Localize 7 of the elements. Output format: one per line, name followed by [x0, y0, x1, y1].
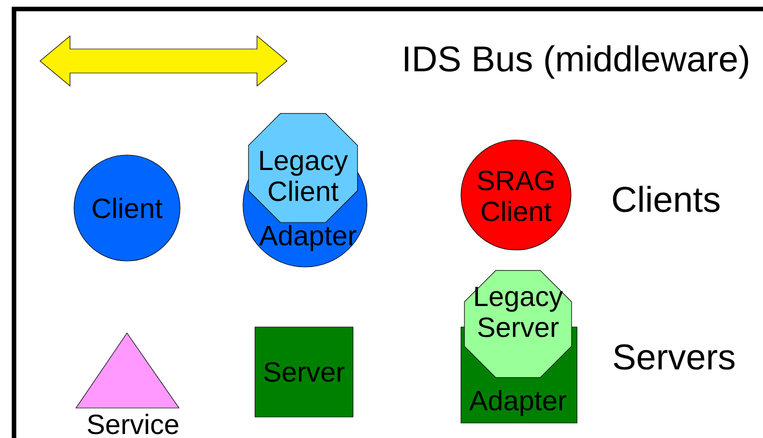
node-label: Service [88, 414, 178, 434]
legacy-server-octagon: Legacy Server [464, 270, 572, 378]
server-square: Server [254, 326, 354, 418]
legacy-client-octagon: Legacy Client [248, 113, 358, 223]
group-label: Servers [614, 344, 734, 370]
group-label: IDS Bus (middleware) [404, 45, 748, 79]
group-label: Clients [613, 186, 720, 212]
